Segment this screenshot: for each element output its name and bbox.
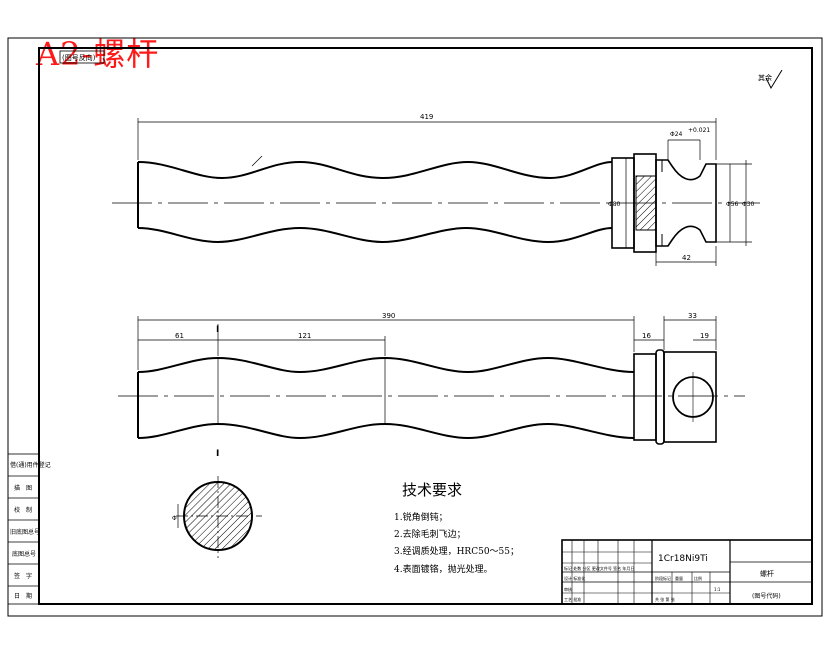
inner-frame xyxy=(38,47,813,605)
strip-2: 描 图 xyxy=(14,484,32,492)
dim-seg3: 16 xyxy=(642,332,651,340)
title-col-3: 比例 xyxy=(694,575,702,581)
tech-req-1: 1.锐角倒钝； xyxy=(394,511,448,523)
tech-req-4: 4.表面镀铬，抛光处理。 xyxy=(394,563,493,575)
tech-req-3: 3.经调质处理，HRC50～55； xyxy=(394,545,519,557)
bottom-thread-upper xyxy=(137,356,635,374)
bottom-dimensions xyxy=(137,316,717,370)
roughness-note: 其余 xyxy=(758,73,772,82)
section-mark-bottom: I xyxy=(216,449,219,459)
dim-shoulder-tol: Φ24 xyxy=(670,131,683,138)
strip-6: 签 字 xyxy=(14,572,32,580)
top-thread-upper xyxy=(137,160,613,180)
dim-body-length: 390 xyxy=(382,312,395,320)
top-thread-lower xyxy=(137,226,613,244)
top-section-hatch xyxy=(635,175,657,231)
bottom-view xyxy=(118,349,745,445)
outer-frame xyxy=(7,37,823,617)
dim-seg5: 19 xyxy=(700,332,709,340)
title-scale: 1:1 xyxy=(714,587,721,592)
title-row-2: 设计 标准化 xyxy=(564,575,585,581)
title-material: 1Cr18Ni9Ti xyxy=(658,554,708,564)
title-row-3: 审核 xyxy=(564,586,572,592)
frame-tag-box xyxy=(59,50,105,64)
top-view xyxy=(112,153,760,253)
dim-head-diam-mid: Φ56 xyxy=(726,201,739,208)
tech-req-heading: 技术要求 xyxy=(402,481,462,499)
dim-head-diam-large: Φ80 xyxy=(608,201,621,208)
roughness-symbol-icon xyxy=(765,69,783,90)
strip-1: 借(通)用件登记 xyxy=(10,461,51,469)
dim-seg4: 33 xyxy=(688,312,697,320)
title-drawing-no: (图号代码) xyxy=(752,592,781,600)
dim-tolerance: +0.021 xyxy=(688,127,710,134)
section-mark-top: I xyxy=(216,325,219,335)
section-view xyxy=(176,476,262,558)
section-dim: Φ xyxy=(172,515,177,522)
title-block xyxy=(561,539,813,605)
top-dimensions xyxy=(137,118,752,266)
dim-overall-length: 419 xyxy=(420,113,433,121)
dim-seg1: 61 xyxy=(175,332,184,340)
title-row-4: 工艺 批准 xyxy=(564,596,581,602)
title-row-1: 标记 处数 分区 更改文件号 签名 年月日 xyxy=(564,565,634,571)
dim-head-diam-small: Φ30 xyxy=(742,201,755,208)
title-sheets: 共 张 第 张 xyxy=(655,596,675,602)
frame-tag: (图号反向) xyxy=(62,53,96,62)
left-strip xyxy=(7,453,40,605)
dim-head-length: 42 xyxy=(682,254,691,262)
dim-seg2: 121 xyxy=(298,332,311,340)
strip-7: 日 期 xyxy=(14,592,32,600)
title-col-1: 阶段标记 xyxy=(655,575,671,581)
strip-5: 底图总号 xyxy=(12,550,36,558)
sheet-title: A2-螺杆 xyxy=(36,35,160,73)
strip-3: 校 制 xyxy=(14,506,32,514)
title-part-name: 螺杆 xyxy=(760,569,774,578)
strip-4: 旧底图总号 xyxy=(10,528,40,536)
tech-req-2: 2.去除毛刺飞边； xyxy=(394,528,466,540)
title-col-2: 重量 xyxy=(675,575,683,581)
bottom-thread-lower xyxy=(137,422,635,440)
